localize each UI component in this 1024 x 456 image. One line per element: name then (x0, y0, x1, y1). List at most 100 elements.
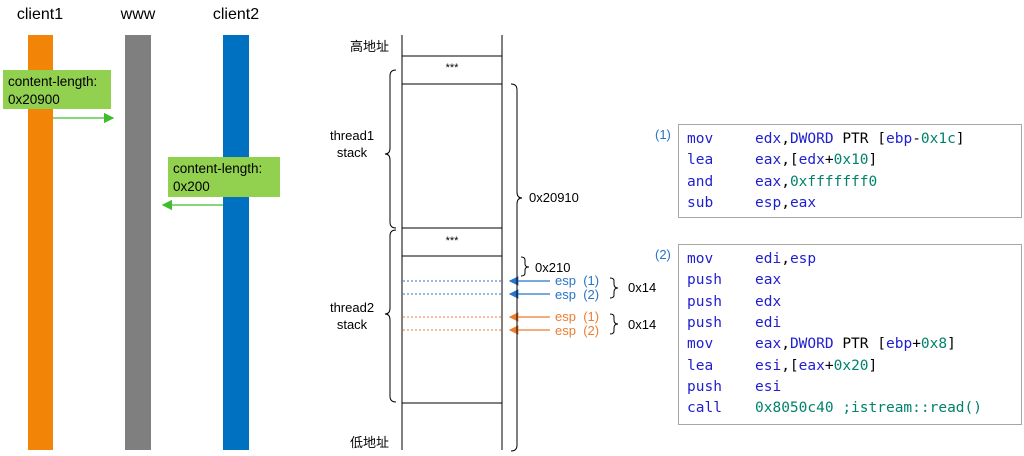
esp-orange-1-label: esp (1) (555, 309, 600, 324)
code-operand: eax (755, 152, 782, 169)
size-total-label: 0x20910 (529, 190, 579, 205)
code-opcode: push (687, 314, 722, 331)
code-operand: 0x1c (920, 131, 956, 147)
code-operand: , (781, 336, 790, 353)
client1-request-line1: content-length: (8, 74, 98, 89)
code1-marker: (1) (655, 127, 671, 142)
esp-blue-1-label: esp (1) (555, 273, 600, 288)
code-operand: , (781, 173, 790, 190)
code-operand: PTR [ (833, 336, 886, 353)
code-operand: 0x20 (833, 357, 869, 374)
thread1-label-line1: thread1 (329, 128, 375, 143)
code-opcode: call (687, 400, 722, 417)
code-operand: ebp (885, 131, 913, 147)
code-operand: eax (789, 194, 817, 211)
stack-frame-mid-marker: *** (445, 235, 459, 247)
code-operand: , (781, 194, 790, 211)
code-operand: ,[ (781, 357, 799, 374)
client2-request-line2: 0x200 (173, 179, 210, 194)
code-operand: + (912, 336, 921, 353)
code-opcode: push (687, 272, 722, 289)
high-address-label: 高地址 (350, 39, 390, 54)
size-blue-label: 0x14 (628, 280, 657, 295)
esp-blue-2-label: esp (2) (555, 287, 600, 302)
size-total-brace (510, 83, 523, 452)
code-operand: edi (755, 251, 782, 267)
code-operand: 0x8050c40 (755, 400, 834, 417)
client2-label: client2 (212, 6, 260, 23)
code-operand: ] (947, 336, 956, 353)
code-line: push eax (687, 270, 781, 291)
code-operand: DWORD (789, 131, 834, 147)
size-small-brace (520, 256, 530, 277)
code-operand: , (781, 251, 790, 267)
code-opcode: mov (687, 251, 714, 267)
client2-lifeline (223, 35, 249, 450)
code-operand: + (824, 152, 834, 169)
code-operand (834, 400, 843, 416)
code-line: push esi (687, 377, 781, 398)
code-operand: - (912, 131, 921, 147)
thread2-brace (384, 229, 397, 403)
code-operand: esi (755, 378, 782, 395)
thread2-stack-label: thread2 stack (322, 299, 382, 333)
code-opcode: mov (687, 131, 714, 147)
code-operand: esi (755, 357, 782, 374)
size-small-label: 0x210 (535, 260, 571, 275)
code2-marker: (2) (655, 247, 671, 262)
code-operand: eax (755, 272, 782, 289)
code-operand: 0x10 (833, 152, 869, 169)
code-line: mov edx,DWORD PTR [ebp-0x1c] (687, 129, 965, 150)
code-operand: eax (755, 336, 782, 353)
client1-label: client1 (16, 6, 64, 23)
size-blue-brace (609, 277, 619, 299)
code-operand: esp (789, 251, 817, 267)
size-orange-brace (609, 313, 619, 335)
www-label: www (120, 6, 156, 23)
code-line: push edx (687, 292, 781, 313)
code-opcode: push (687, 293, 722, 310)
code-opcode: mov (687, 336, 714, 353)
code-line: lea esi,[eax+0x20] (687, 356, 877, 377)
thread2-label-line1: thread2 (329, 300, 375, 315)
client2-request-line1: content-length: (173, 161, 263, 176)
low-address-label: 低地址 (350, 435, 390, 450)
code-operand: eax (755, 173, 782, 190)
thread1-stack-label: thread1 stack (322, 127, 382, 161)
code-opcode: and (687, 173, 714, 190)
size-orange-label: 0x14 (628, 317, 657, 332)
code-operand: edx (755, 293, 782, 310)
code-opcode: push (687, 378, 722, 395)
code-operand: ] (868, 152, 878, 169)
code-line: push edi (687, 313, 781, 334)
code-operand: edx (755, 131, 782, 147)
code-operand: eax (798, 357, 825, 374)
code-opcode: lea (687, 357, 714, 374)
esp-orange-2-label: esp (2) (555, 323, 600, 338)
thread1-label-line2: stack (336, 145, 368, 160)
code-operand: 0x8 (920, 336, 948, 353)
thread1-brace (384, 69, 397, 229)
client2-request-box: content-length: 0x200 (168, 157, 280, 197)
code-operand: ] (868, 357, 878, 374)
code-operand: ebp (885, 336, 913, 353)
code-operand: PTR [ (833, 131, 886, 147)
stack-frame-top-marker: *** (445, 62, 459, 74)
code-operand: esp (755, 194, 782, 211)
client1-request-line2: 0x20900 (8, 92, 60, 107)
code-operand: , (781, 131, 790, 147)
code-operand: edi (755, 314, 782, 331)
code-operand: edx (798, 152, 825, 169)
code-operand: + (824, 357, 834, 374)
code-line: mov edi,esp (687, 249, 816, 270)
www-lifeline (125, 35, 151, 450)
code-operand: ] (955, 131, 965, 147)
